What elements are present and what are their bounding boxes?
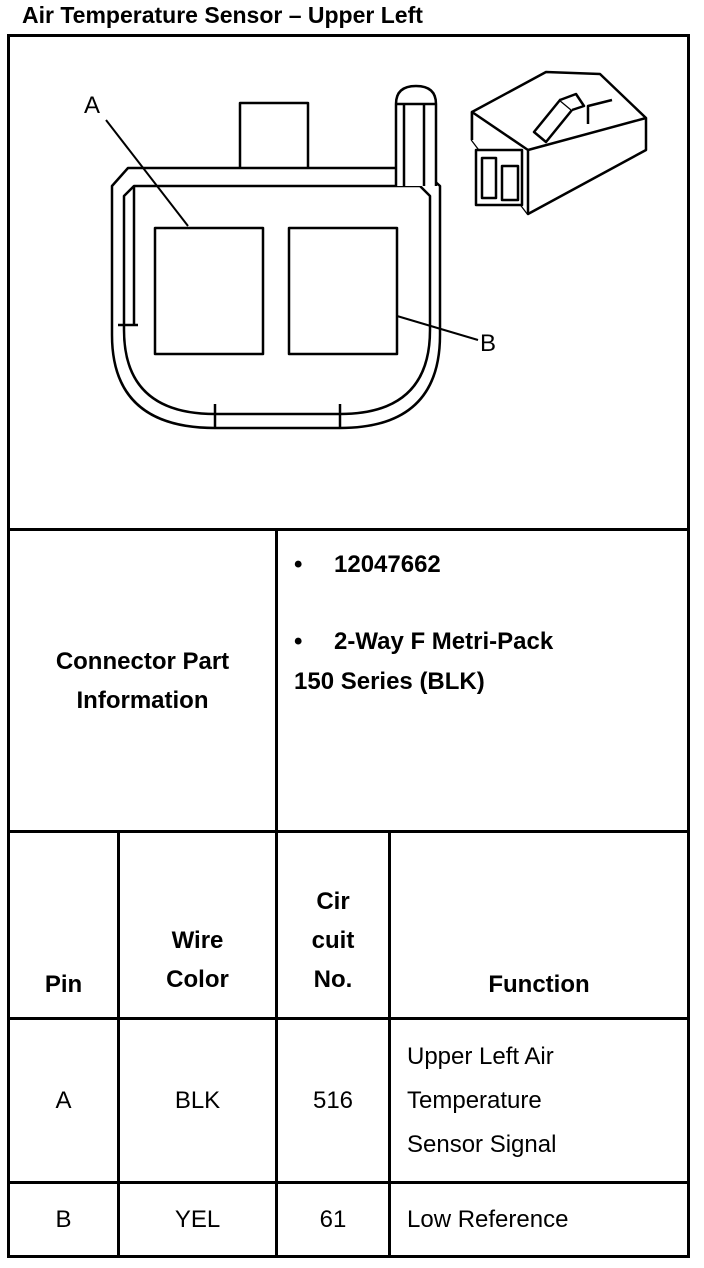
header-wire-line1: Wire [171,927,224,954]
row-a-wire-color: BLK [174,1086,221,1114]
cavity-a [153,226,265,356]
header-circuit: Cir cuit No. [278,833,388,1017]
header-circuit-line1: Cir [316,888,350,915]
row-b-function: Low Reference [407,1206,569,1233]
row-b-pin: B [55,1206,72,1233]
connector-description-line1: 2-Way F Metri-Pack [334,628,554,655]
connector-diagram [105,70,648,430]
divider [117,830,120,1258]
header-wire-color: Wire Color [120,833,275,1017]
connector-latch-tab [238,101,310,172]
row-b-circuit: 61 [319,1206,347,1233]
row-a-function-line1: Upper Left Air [407,1042,554,1070]
leader-line-a [105,119,189,227]
divider [7,528,690,531]
row-a-function-line3: Sensor Signal [407,1130,557,1158]
divider [275,830,278,1258]
bullet-2: • [294,628,303,655]
divider [7,1017,690,1020]
cavity-b [287,226,399,356]
header-wire-line2: Color [166,966,229,993]
row-a-pin: A [55,1086,72,1114]
connector-info-label-line2: Information [76,686,209,714]
connector-post [394,84,438,186]
divider [7,1181,690,1184]
connector-description-line2: 150 Series (BLK) [294,668,485,695]
connector-sheet [7,34,690,1258]
divider [388,830,391,1258]
header-function-text: Function [488,971,590,998]
row-a-function: Upper Left Air Temperature Sensor Signal [407,1020,687,1181]
callout-b: B [480,330,497,357]
row-a-function-line2: Temperature [407,1086,542,1114]
leader-line-b [396,315,479,341]
bullet-1: • [294,551,303,578]
header-circuit-line2: cuit [311,927,355,954]
callout-a: A [84,92,101,119]
part-number: 12047662 [334,551,441,578]
row-a-circuit: 516 [312,1086,354,1114]
page-title: Air Temperature Sensor – Upper Left [22,2,423,28]
connector-iso-view [470,70,648,216]
connector-info-label-line1: Connector Part [55,647,230,675]
header-circuit-line3: No. [313,966,353,993]
header-pin: Pin [10,833,117,1017]
header-function: Function [391,833,687,1017]
divider [7,830,690,833]
connector-info-label: Connector Part Information [10,531,275,830]
divider [275,528,278,833]
header-pin-text: Pin [44,971,83,998]
row-b-wire-color: YEL [174,1206,221,1233]
